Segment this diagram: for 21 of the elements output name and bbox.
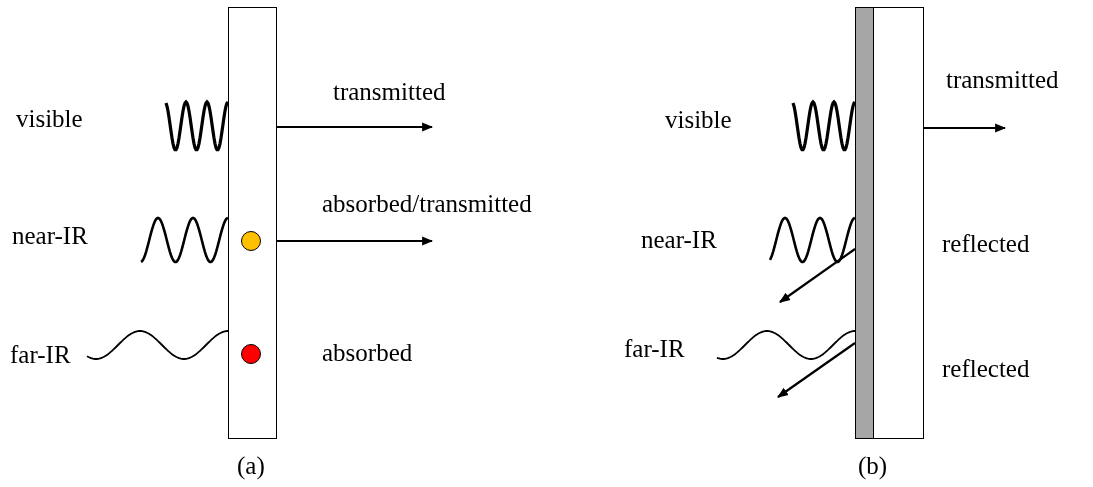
outcome-label: reflected: [942, 230, 1030, 258]
band-label: visible: [665, 106, 732, 134]
outcome-label: transmitted: [946, 66, 1059, 94]
arrow: [277, 236, 434, 246]
panel-label: (b): [858, 452, 888, 480]
band-label: near-IR: [12, 222, 88, 250]
band-label: far-IR: [624, 335, 685, 363]
arrow: [924, 123, 1007, 133]
glass-pane: [873, 7, 924, 439]
arrow: [779, 248, 856, 303]
outcome-label: transmitted: [333, 78, 446, 106]
outcome-label: absorbed/transmitted: [322, 190, 532, 218]
arrow: [777, 342, 856, 398]
arrow: [277, 122, 434, 132]
outcome-label: absorbed: [322, 339, 413, 367]
band-label: visible: [16, 105, 83, 133]
band-label: near-IR: [641, 226, 717, 254]
glass-pane: [228, 7, 277, 439]
band-label: far-IR: [10, 341, 71, 369]
outcome-label: reflected: [942, 355, 1030, 383]
panel-label: (a): [237, 452, 265, 480]
